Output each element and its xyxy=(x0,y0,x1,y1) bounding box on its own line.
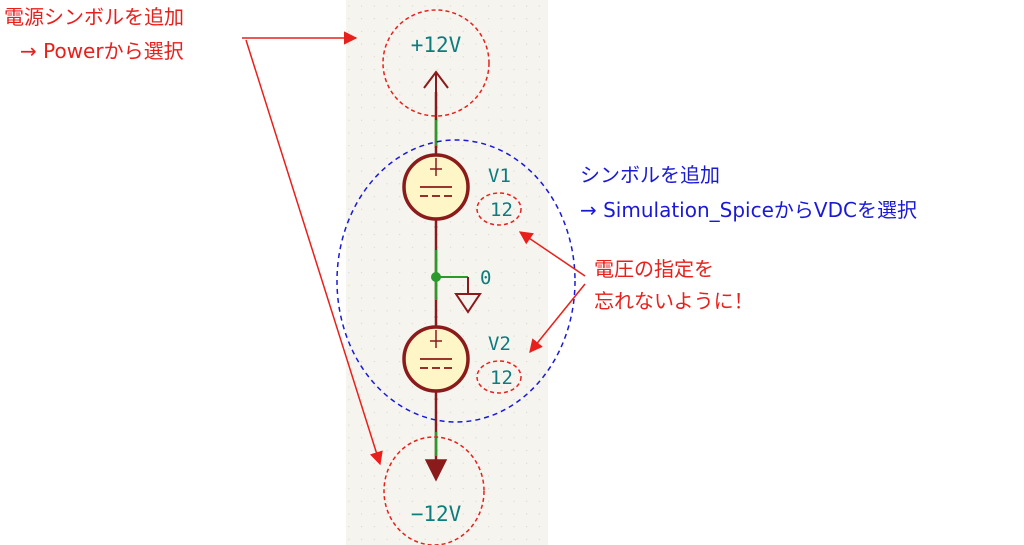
highlight-v2-value xyxy=(476,360,522,394)
top-power-label: +12V xyxy=(411,33,462,57)
v1-ref-label: V1 xyxy=(488,165,511,187)
ground-symbol[interactable] xyxy=(436,276,482,314)
arrow-power-to-bottom xyxy=(245,39,383,466)
v2-value-label: 12 xyxy=(490,367,513,389)
annotation-voltage: 電圧の指定を 忘れないように！ xyxy=(594,254,754,316)
voltage-source-v2[interactable] xyxy=(402,316,470,400)
annotation-voltage-line1: 電圧の指定を xyxy=(594,257,714,281)
annotation-simulation: シンボルを追加 → Simulation_SpiceからVDCを選択 xyxy=(580,160,917,225)
bottom-power-label: −12V xyxy=(411,502,462,526)
v2-ref-label: V2 xyxy=(488,333,511,355)
annotation-voltage-line2: 忘れないように！ xyxy=(594,289,754,313)
annotation-power: 電源シンボルを追加 → Powerから選択 xyxy=(4,2,184,66)
ground-net-label: 0 xyxy=(480,267,491,289)
annotation-simulation-line1: シンボルを追加 xyxy=(580,163,720,187)
annotation-power-line2: → Powerから選択 xyxy=(20,39,184,63)
annotation-power-line1: 電源シンボルを追加 xyxy=(4,5,184,29)
voltage-source-v1[interactable] xyxy=(402,146,470,228)
power-minus-symbol[interactable] xyxy=(424,459,448,482)
v1-value-label: 12 xyxy=(490,199,513,221)
arrow-voltage-to-v1 xyxy=(518,231,586,277)
highlight-top-power xyxy=(382,9,490,117)
highlight-sources xyxy=(336,139,576,423)
annotation-simulation-line2: → Simulation_SpiceからVDCを選択 xyxy=(580,198,917,222)
power-plus-symbol[interactable] xyxy=(423,70,449,120)
highlight-bottom-power xyxy=(383,436,485,545)
highlight-v1-value xyxy=(476,192,522,226)
arrow-voltage-to-v2 xyxy=(529,283,586,354)
schematic-grid xyxy=(346,0,548,545)
